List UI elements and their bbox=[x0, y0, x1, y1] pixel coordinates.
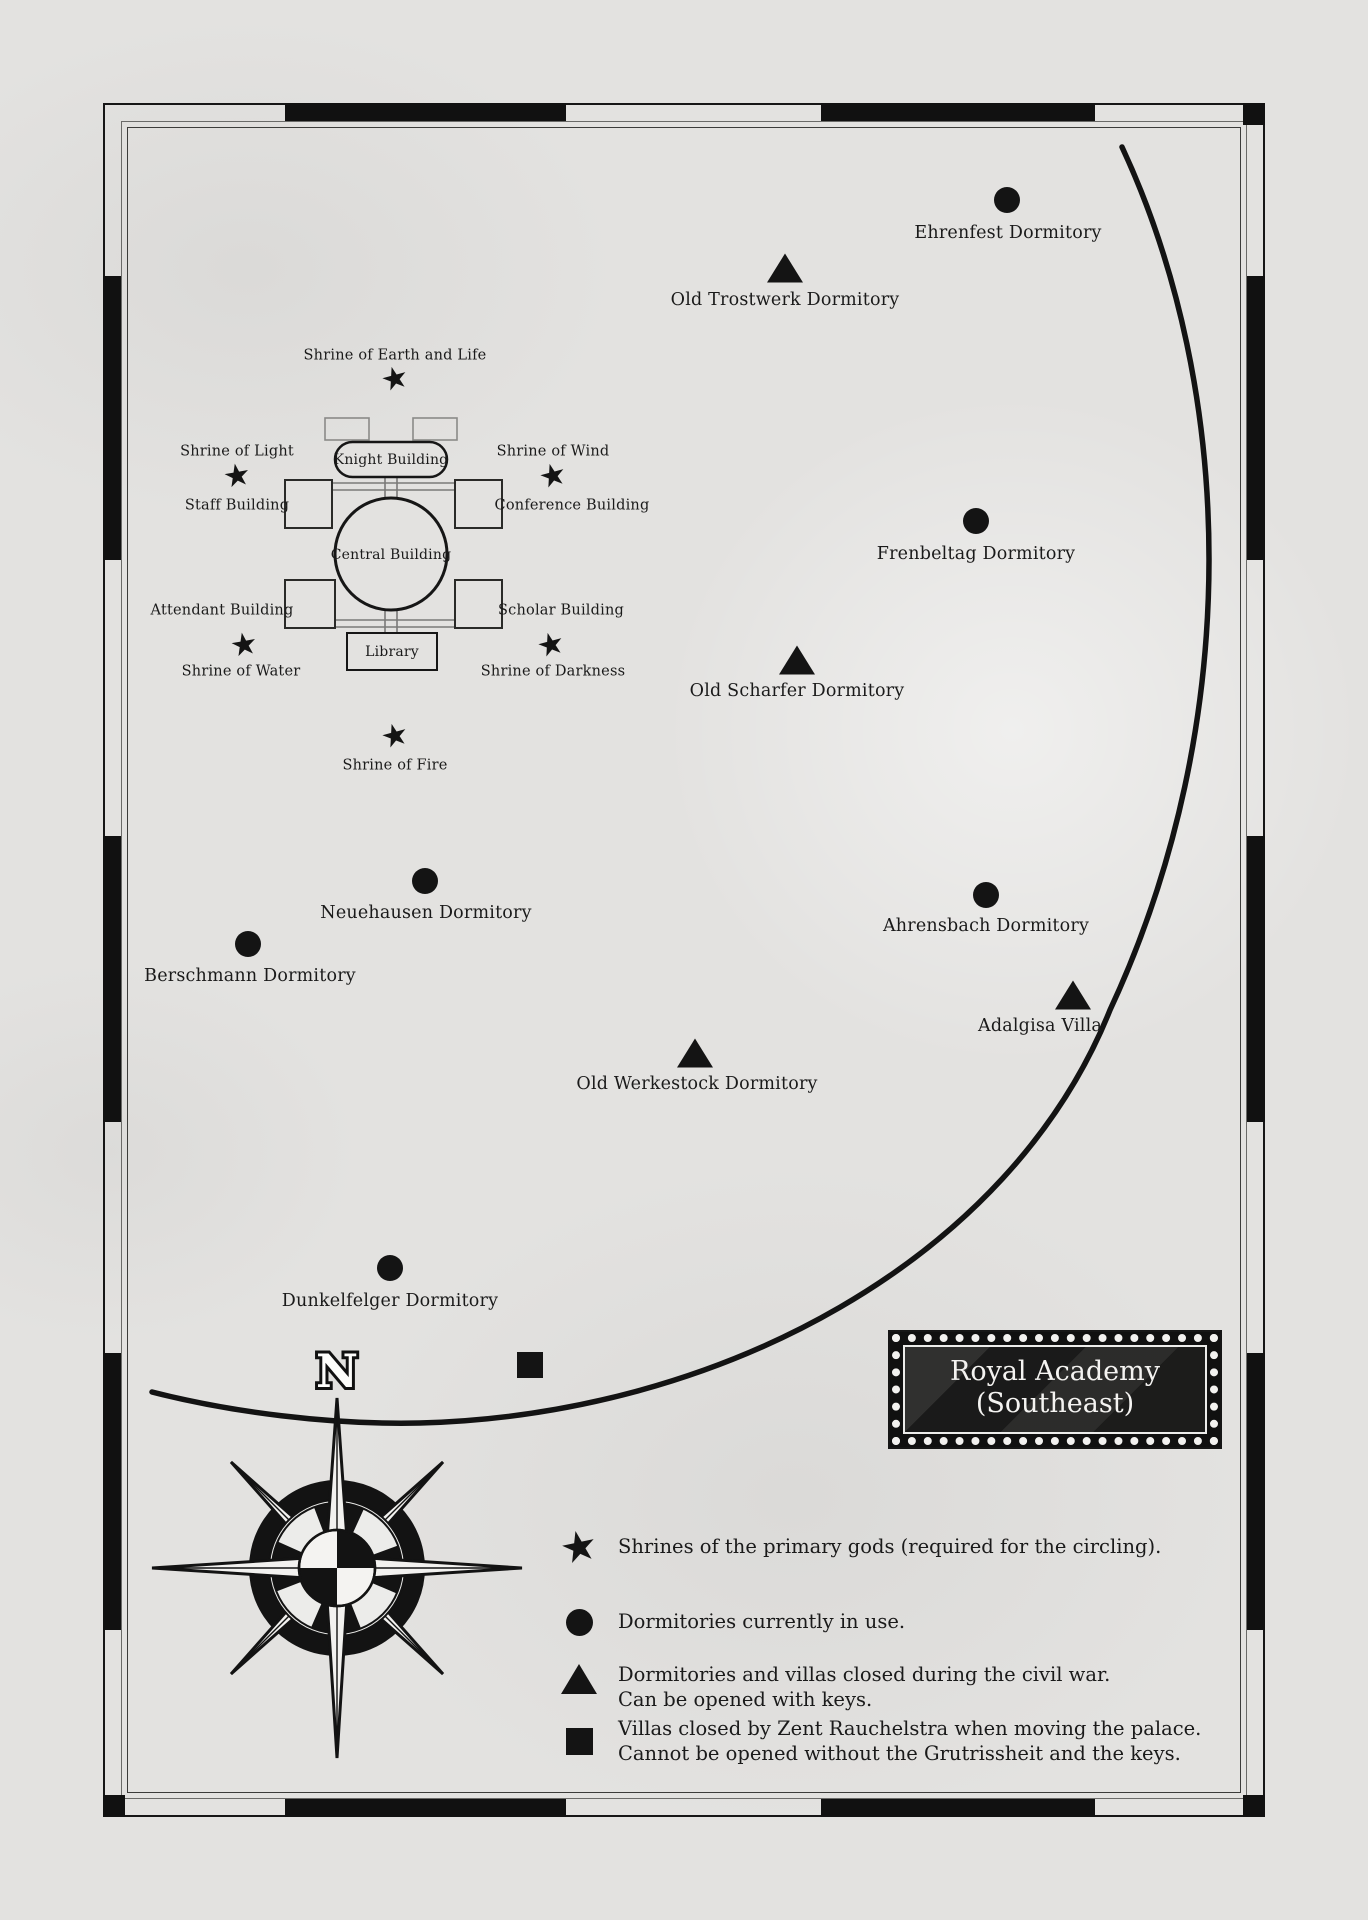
legend-row-dormitories: Dormitories currently in use. bbox=[556, 1607, 905, 1636]
frame-bar bbox=[103, 836, 121, 1122]
compass-rose bbox=[151, 1397, 523, 1759]
legend-shrines-text: Shrines of the primary gods (required fo… bbox=[618, 1535, 1162, 1559]
shrine-fire-label: Shrine of Fire bbox=[342, 757, 448, 774]
frenbeltag-label: Frenbeltag Dormitory bbox=[876, 543, 1076, 564]
legend-sealed-line2: Cannot be opened without the Grutrisshei… bbox=[618, 1742, 1181, 1766]
sealed-villa-square-marker bbox=[517, 1352, 543, 1378]
legend-closed-line2: Can be opened with keys. bbox=[618, 1688, 873, 1712]
frame-bar bbox=[103, 1353, 121, 1630]
compass-north-letter: N bbox=[313, 1341, 361, 1401]
knight-building-label: Knight Building bbox=[333, 451, 449, 468]
legend-triangle-icon bbox=[556, 1662, 602, 1694]
frame-corner bbox=[1243, 1795, 1265, 1817]
frame-bar bbox=[103, 276, 121, 560]
dormitory-circle-marker bbox=[235, 931, 261, 957]
map-title-line1: Royal Academy bbox=[950, 1356, 1160, 1387]
dormitory-circle-marker bbox=[963, 508, 989, 534]
adalgisa-label: Adalgisa Villa bbox=[977, 1015, 1103, 1036]
library-label: Library bbox=[365, 643, 419, 660]
legend-circle-icon bbox=[556, 1607, 602, 1636]
frame-bar bbox=[1247, 836, 1265, 1122]
dormitory-circle-marker bbox=[377, 1255, 403, 1281]
ehrenfest-label: Ehrenfest Dormitory bbox=[914, 222, 1102, 243]
frame-bar bbox=[1247, 276, 1265, 560]
scholar-building-label: Scholar Building bbox=[498, 602, 624, 619]
closed-triangle-marker bbox=[677, 1038, 713, 1068]
frame-bar bbox=[821, 103, 1095, 121]
frame-bar bbox=[285, 1799, 566, 1817]
legend-closed-text: Dormitories and villas closed during the… bbox=[618, 1662, 1110, 1713]
old-trostwerk-label: Old Trostwerk Dormitory bbox=[670, 289, 900, 310]
legend-row-closed: Dormitories and villas closed during the… bbox=[556, 1662, 1110, 1713]
old-scharfer-label: Old Scharfer Dormitory bbox=[689, 680, 905, 701]
central-building-label: Central Building bbox=[330, 546, 452, 563]
legend-sealed-text: Villas closed by Zent Rauchelstra when m… bbox=[618, 1716, 1201, 1767]
legend-dormitories-text: Dormitories currently in use. bbox=[618, 1609, 906, 1633]
frame-bar bbox=[821, 1799, 1095, 1817]
shrine-star-marker: ★ bbox=[220, 455, 254, 497]
legend-sealed-line1: Villas closed by Zent Rauchelstra when m… bbox=[618, 1717, 1202, 1740]
legend-row-sealed: Villas closed by Zent Rauchelstra when m… bbox=[556, 1716, 1201, 1767]
map-title-cartouche: Royal Academy (Southeast) bbox=[888, 1330, 1222, 1449]
closed-triangle-marker bbox=[767, 253, 803, 283]
conference-building-label: Conference Building bbox=[494, 497, 650, 514]
shrine-wind-label: Shrine of Wind bbox=[496, 443, 610, 460]
map-frame-inner bbox=[127, 127, 1241, 1793]
dunkelfelger-label: Dunkelfelger Dormitory bbox=[281, 1290, 499, 1311]
shrine-light-label: Shrine of Light bbox=[180, 443, 294, 460]
closed-triangle-marker bbox=[779, 645, 815, 675]
legend-star-icon: ★ bbox=[555, 1518, 603, 1575]
neuehausen-label: Neuehausen Dormitory bbox=[320, 902, 532, 923]
frame-bar bbox=[1247, 1353, 1265, 1630]
legend-closed-line1: Dormitories and villas closed during the… bbox=[618, 1663, 1111, 1686]
shrine-earth-label: Shrine of Earth and Life bbox=[303, 347, 487, 364]
staff-building-label: Staff Building bbox=[184, 497, 290, 514]
legend-square-icon bbox=[556, 1727, 602, 1755]
map-frame-mid bbox=[121, 121, 1247, 1799]
frame-corner bbox=[1243, 103, 1265, 125]
frame-bar bbox=[285, 103, 566, 121]
attendant-building-label: Attendant Building bbox=[150, 602, 294, 619]
dormitory-circle-marker bbox=[412, 868, 438, 894]
legend-row-shrines: ★ Shrines of the primary gods (required … bbox=[555, 1518, 1162, 1575]
shrine-darkness-label: Shrine of Darkness bbox=[480, 663, 626, 680]
dormitory-circle-marker bbox=[994, 187, 1020, 213]
closed-triangle-marker bbox=[1055, 980, 1091, 1010]
map-title-line2: (Southeast) bbox=[975, 1388, 1135, 1420]
dormitory-circle-marker bbox=[973, 882, 999, 908]
shrine-star-marker: ★ bbox=[227, 624, 261, 666]
berschmann-label: Berschmann Dormitory bbox=[144, 965, 356, 986]
shrine-water-label: Shrine of Water bbox=[181, 663, 301, 680]
ahrensbach-label: Ahrensbach Dormitory bbox=[882, 915, 1090, 936]
frame-corner bbox=[103, 1795, 125, 1817]
old-werkestock-label: Old Werkestock Dormitory bbox=[576, 1073, 818, 1094]
title-scallop-border: Royal Academy (Southeast) bbox=[892, 1334, 1218, 1445]
